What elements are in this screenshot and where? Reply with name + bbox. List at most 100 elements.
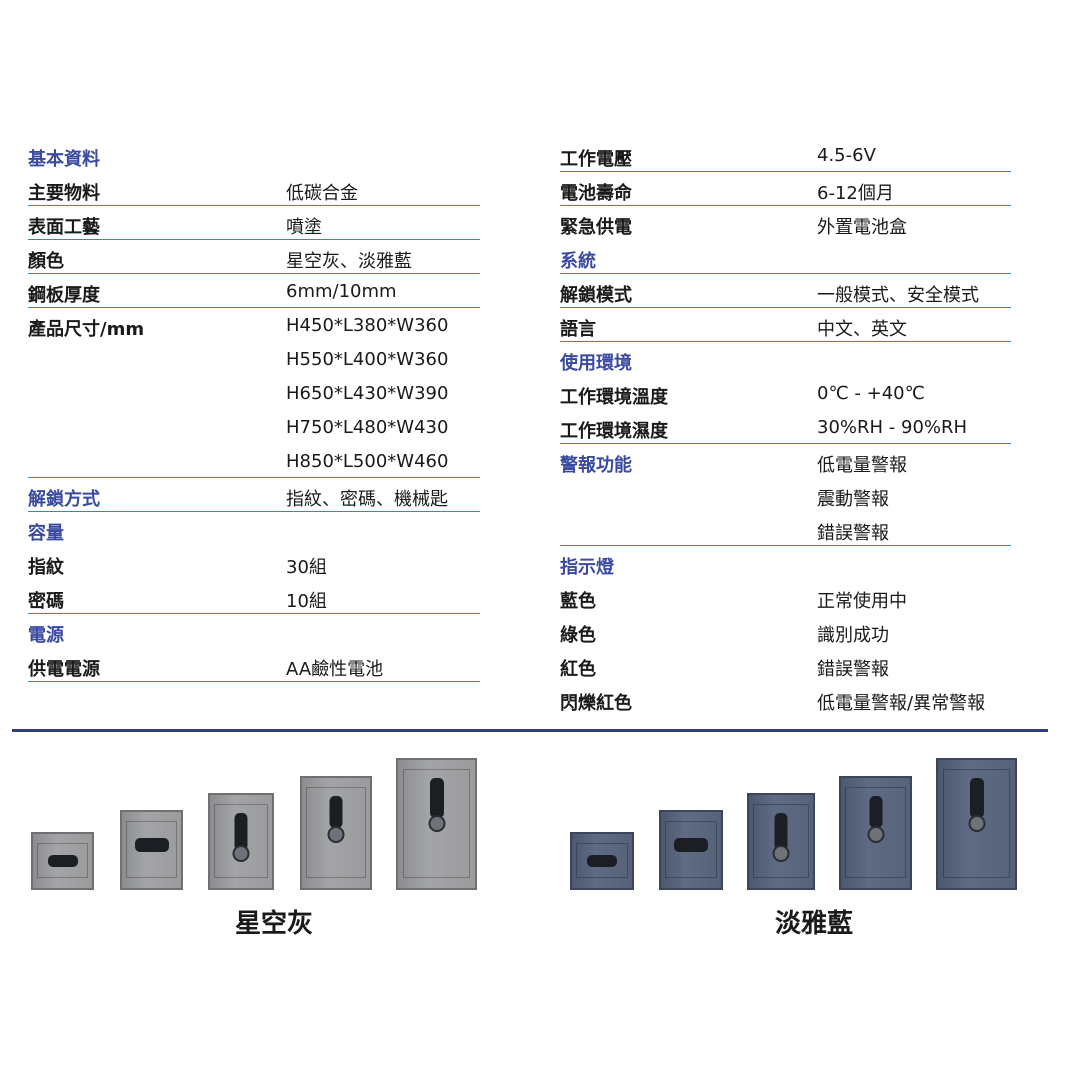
spec-label: 供電電源 <box>28 659 100 680</box>
gray-color-caption: 星空灰 <box>234 909 313 939</box>
spec-value: 正常使用中 <box>817 591 907 612</box>
spec-row: 藍色 正常使用中 <box>560 580 1011 614</box>
spec-value: 30組 <box>286 557 327 578</box>
spec-label: 藍色 <box>560 591 596 612</box>
spec-row: H650*L430*W390 <box>28 376 480 410</box>
spec-label: 紅色 <box>560 659 596 680</box>
spec-value: 錯誤警報 <box>817 659 889 680</box>
spec-row: H750*L480*W430 <box>28 410 480 444</box>
blue-safe-lineup <box>540 740 1069 890</box>
spec-value: 中文、英文 <box>817 319 907 340</box>
spec-label: 基本資料 <box>28 149 100 170</box>
spec-row: 緊急供電外置電池盒 <box>560 206 1011 240</box>
spec-label: 電池壽命 <box>560 183 632 204</box>
spec-row: 顏色星空灰、淡雅藍 <box>28 240 480 274</box>
spec-value: 錯誤警報 <box>817 523 889 544</box>
safe-gray-h550 <box>120 810 183 890</box>
dial-knob-icon <box>772 845 790 862</box>
spec-row: 工作電壓 4.5-6V <box>560 138 1011 172</box>
spec-label: 警報功能 <box>560 455 632 476</box>
spec-row: 電池壽命 6-12個月 <box>560 172 1011 206</box>
dial-knob-icon <box>327 826 345 843</box>
spec-row: H850*L500*W460 <box>28 444 480 478</box>
spec-label: 工作環境濕度 <box>560 421 668 442</box>
spec-row: 解鎖方式指紋、密碼、機械匙 <box>28 478 480 512</box>
safe-blue-h750 <box>839 776 912 890</box>
spec-label: 指示燈 <box>560 557 614 578</box>
spec-value: 10組 <box>286 591 327 612</box>
spec-label: 系統 <box>560 251 596 272</box>
keypad-icon <box>234 813 248 851</box>
spec-label: 語言 <box>560 319 596 340</box>
spec-row: 工作環境溫度 0℃ - +40℃ <box>560 376 1011 410</box>
dial-knob-icon <box>428 815 445 832</box>
safe-door <box>36 843 89 878</box>
spec-row: 錯誤警報 <box>560 512 1011 546</box>
safe-blue-h450 <box>570 832 634 890</box>
spec-label: 密碼 <box>28 591 64 612</box>
spec-row: 語言 中文、英文 <box>560 308 1011 342</box>
spec-row: 表面工藝 噴塗 <box>28 206 480 240</box>
spec-value: H750*L480*W430 <box>286 417 449 438</box>
spec-value: 震動警報 <box>817 489 889 510</box>
blue-color-caption: 淡雅藍 <box>774 909 853 939</box>
spec-value: 6mm/10mm <box>286 281 397 302</box>
spec-row: 容量 <box>28 512 480 546</box>
spec-value: 6-12個月 <box>817 183 894 204</box>
safe-blue-h850 <box>936 758 1017 890</box>
dial-knob-icon <box>867 826 884 843</box>
spec-row: 電源 <box>28 614 480 648</box>
safe-door <box>402 769 471 878</box>
spec-value: AA鹼性電池 <box>286 659 384 680</box>
spec-value: H850*L500*W460 <box>286 451 449 472</box>
spec-value: 0℃ - +40℃ <box>817 383 925 404</box>
spec-value: 外置電池盒 <box>817 217 907 238</box>
spec-row: 供電電源 AA鹼性電池 <box>28 648 480 682</box>
spec-row: 警報功能 低電量警報 <box>560 444 1011 478</box>
safe-door <box>306 787 366 878</box>
keypad-icon <box>674 838 708 852</box>
spec-label: 表面工藝 <box>28 217 100 238</box>
spec-label: 產品尺寸/mm <box>28 319 145 340</box>
spec-value: 星空灰、淡雅藍 <box>286 251 412 272</box>
safe-door <box>664 821 718 878</box>
spec-row: 系統 <box>560 240 1011 274</box>
keypad-icon <box>587 855 617 867</box>
spec-label: 工作電壓 <box>560 149 632 170</box>
spec-value: 4.5-6V <box>817 145 876 166</box>
safe-door <box>752 804 810 878</box>
spec-label: 工作環境溫度 <box>560 387 668 408</box>
spec-row: H550*L400*W360 <box>28 342 480 376</box>
spec-label: 電源 <box>28 625 64 646</box>
section-divider <box>12 729 1048 732</box>
keypad-icon <box>774 813 788 851</box>
keypad-icon <box>869 796 882 828</box>
spec-value: 識別成功 <box>817 625 889 646</box>
spec-label: 容量 <box>28 523 64 544</box>
spec-label: 主要物料 <box>28 183 100 204</box>
spec-value: 一般模式、安全模式 <box>817 285 979 306</box>
dial-knob-icon <box>232 845 250 862</box>
safe-door <box>125 821 178 878</box>
keypad-icon <box>134 838 169 852</box>
safe-door <box>575 843 629 878</box>
spec-row: 閃爍紅色低電量警報/異常警報 <box>560 682 1011 716</box>
spec-value: 噴塗 <box>286 217 322 238</box>
dial-knob-icon <box>968 815 985 832</box>
spec-label: 綠色 <box>560 625 596 646</box>
spec-row: 紅色 錯誤警報 <box>560 648 1011 682</box>
spec-row: 使用環境 <box>560 342 1011 376</box>
spec-value: 低電量警報 <box>817 455 907 476</box>
spec-label: 閃爍紅色 <box>560 693 632 714</box>
spec-value: H650*L430*W390 <box>286 383 449 404</box>
safe-door <box>213 804 269 878</box>
spec-row: 綠色 識別成功 <box>560 614 1011 648</box>
spec-value: H550*L400*W360 <box>286 349 449 370</box>
safe-blue-h550 <box>659 810 723 890</box>
keypad-icon <box>329 796 343 828</box>
